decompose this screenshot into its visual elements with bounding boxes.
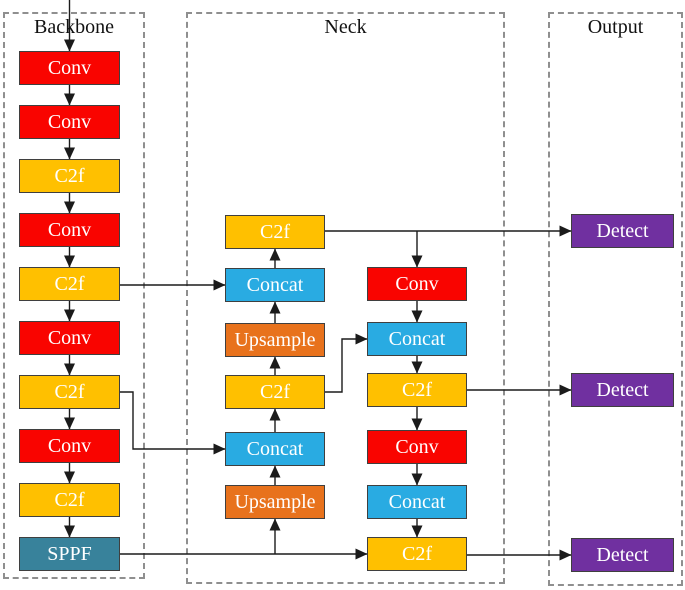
node-output-detect-2: Detect [571,373,674,407]
node-label: Concat [246,438,304,460]
node-label: Upsample [234,491,316,513]
node-label: Conv [395,273,439,295]
node-neck-c2f-r1: C2f [367,373,467,407]
node-neck-upsample-1: Upsample [225,323,325,357]
node-label: C2f [54,489,85,511]
node-output-detect-3: Detect [571,538,674,572]
node-neck-c2f-r2: C2f [367,537,467,571]
node-neck-conv-1: Conv [367,267,467,301]
edge-c2f-mid-to-concat3 [325,333,368,393]
node-neck-concat-3: Concat [367,322,467,356]
node-backbone-conv-4: Conv [19,321,120,355]
node-neck-c2f-mid: C2f [225,375,325,409]
node-label: Detect [596,379,649,401]
node-backbone-sppf: SPPF [19,537,120,571]
node-label: Conv [47,111,92,133]
node-neck-concat-2: Concat [225,432,325,466]
node-label: Detect [596,220,649,242]
node-neck-c2f-top: C2f [225,215,325,249]
node-output-detect-1: Detect [571,214,674,248]
node-label: Conv [47,57,92,79]
node-label: C2f [54,165,85,187]
node-backbone-conv-1: Conv [19,51,120,85]
node-label: Concat [246,274,304,296]
edge-c2f3-to-concat2 [120,391,226,455]
node-label: C2f [260,381,290,403]
node-label: C2f [54,273,85,295]
node-label: Detect [596,544,649,566]
node-label: Upsample [234,329,316,351]
node-neck-upsample-2: Upsample [225,485,325,519]
node-label: Conv [47,219,92,241]
node-label: Conv [47,327,92,349]
node-label: Conv [395,436,439,458]
node-neck-conv-2: Conv [367,430,467,464]
node-backbone-c2f-3: C2f [19,375,120,409]
node-label: C2f [402,379,432,401]
node-neck-concat-1: Concat [225,268,325,302]
node-label: Concat [388,491,446,513]
node-backbone-conv-3: Conv [19,213,120,247]
node-backbone-c2f-4: C2f [19,483,120,517]
node-label: Concat [388,328,446,350]
node-neck-concat-4: Concat [367,485,467,519]
node-backbone-c2f-1: C2f [19,159,120,193]
node-backbone-c2f-2: C2f [19,267,120,301]
node-label: C2f [402,543,432,565]
node-label: SPPF [47,543,92,565]
node-backbone-conv-5: Conv [19,429,120,463]
node-label: C2f [54,381,85,403]
node-backbone-conv-2: Conv [19,105,120,139]
node-label: Conv [47,435,92,457]
node-label: C2f [260,221,290,243]
